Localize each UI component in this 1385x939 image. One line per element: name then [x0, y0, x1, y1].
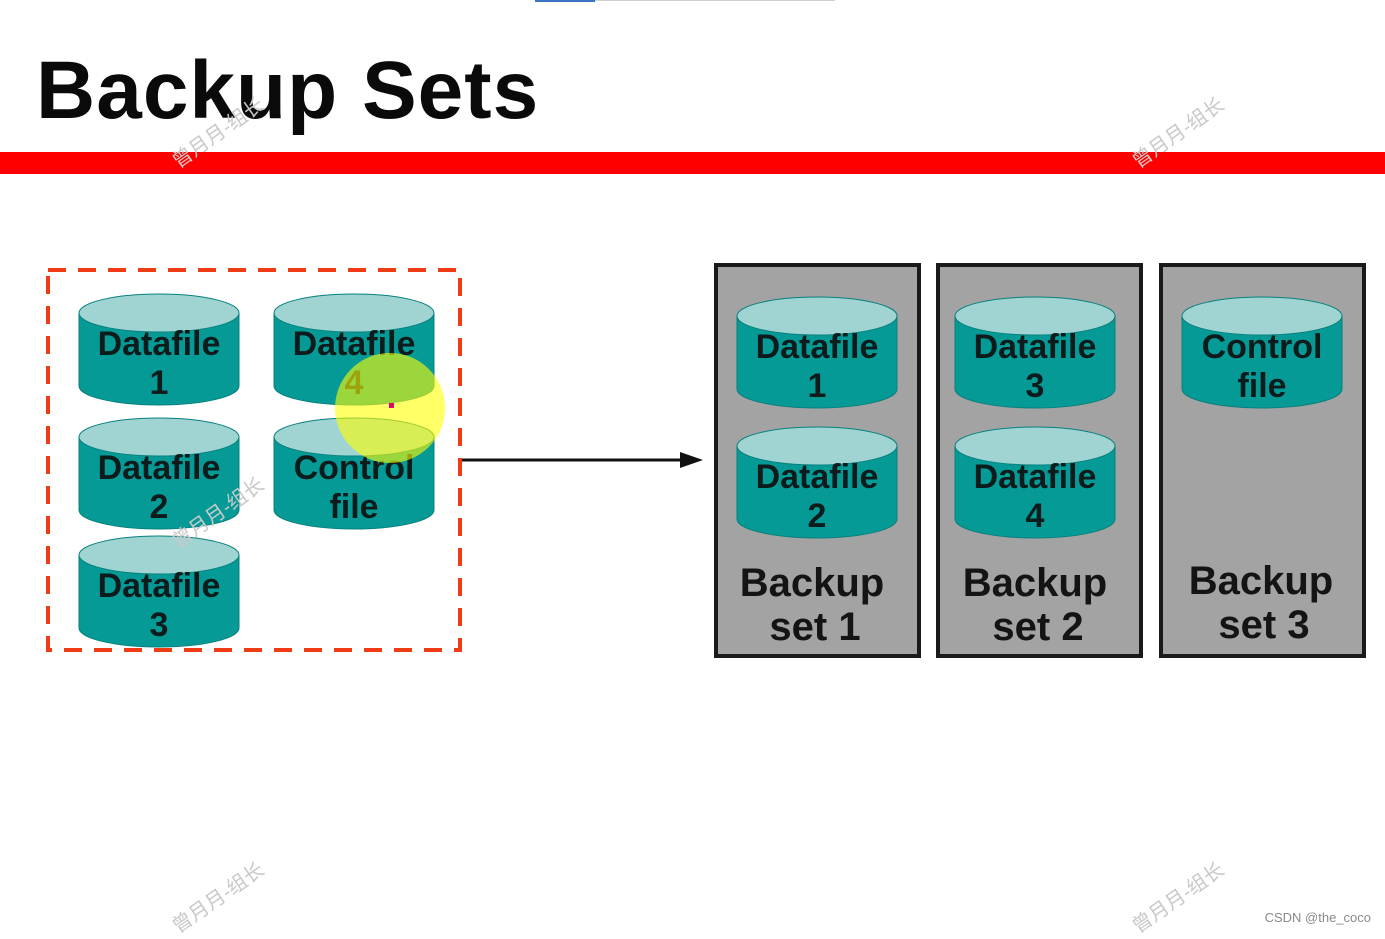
cylinder-label-line2: file	[1237, 367, 1286, 405]
cylinder-label-line2: file	[329, 488, 378, 526]
cylinder-top	[1181, 296, 1343, 336]
cylinder-body	[736, 445, 898, 539]
cylinder-body	[78, 554, 240, 648]
top-progress-track	[595, 0, 835, 1]
cylinder-label-line1: Datafile	[974, 458, 1097, 496]
cylinder-top	[273, 293, 435, 333]
top-progress-indicator	[535, 0, 595, 2]
cylinder-label-line1: Control	[1202, 328, 1323, 366]
backup-set-1-label-line1: Backup	[740, 561, 885, 605]
cylinder-top	[954, 296, 1116, 336]
cylinder-top	[78, 535, 240, 575]
header-red-bar	[0, 152, 1385, 174]
cylinder-body	[78, 436, 240, 530]
cylinder-body	[1181, 315, 1343, 409]
cylinder-body	[954, 445, 1116, 539]
backup-set-2-label-line1: Backup	[963, 561, 1108, 605]
cylinder-top	[78, 293, 240, 333]
cylinder-label-line2: 3	[150, 606, 169, 644]
cylinder-label-line2: 2	[808, 497, 827, 535]
cylinder-label-line1: Datafile	[98, 449, 221, 487]
cylinder-label-line2: 2	[150, 488, 169, 526]
cylinder-top	[736, 426, 898, 466]
cylinder-label-line2: 3	[1026, 367, 1045, 405]
backup-set-3-label-line2: set 3	[1218, 603, 1309, 647]
cylinder-label-line2: 1	[808, 367, 827, 405]
page-title: Backup Sets	[36, 45, 540, 136]
cylinder-top	[78, 417, 240, 457]
cylinder-body	[78, 312, 240, 406]
credit-text: CSDN @the_coco	[1264, 910, 1371, 925]
cylinder-label-line1: Datafile	[974, 328, 1097, 366]
cylinder-label-line1: Datafile	[756, 458, 879, 496]
backup-set-1-label-line2: set 1	[769, 605, 860, 649]
source-group-border	[46, 268, 462, 652]
pointer-highlight-icon	[335, 353, 445, 463]
cylinder-label-line2: 1	[150, 364, 169, 402]
cylinder-top	[954, 426, 1116, 466]
cylinder-label-line2: 4	[1026, 497, 1045, 535]
right-arrow-icon	[462, 452, 703, 468]
cylinder-label-line1: Datafile	[98, 567, 221, 605]
cylinder-body	[736, 315, 898, 409]
cylinder-label-line1: Datafile	[98, 325, 221, 363]
backup-set-3-label-line1: Backup	[1189, 559, 1334, 603]
backup-set-2-label-line2: set 2	[992, 605, 1083, 649]
cylinder-top	[736, 296, 898, 336]
cylinder-label-line1: Datafile	[756, 328, 879, 366]
cylinder-body	[954, 315, 1116, 409]
